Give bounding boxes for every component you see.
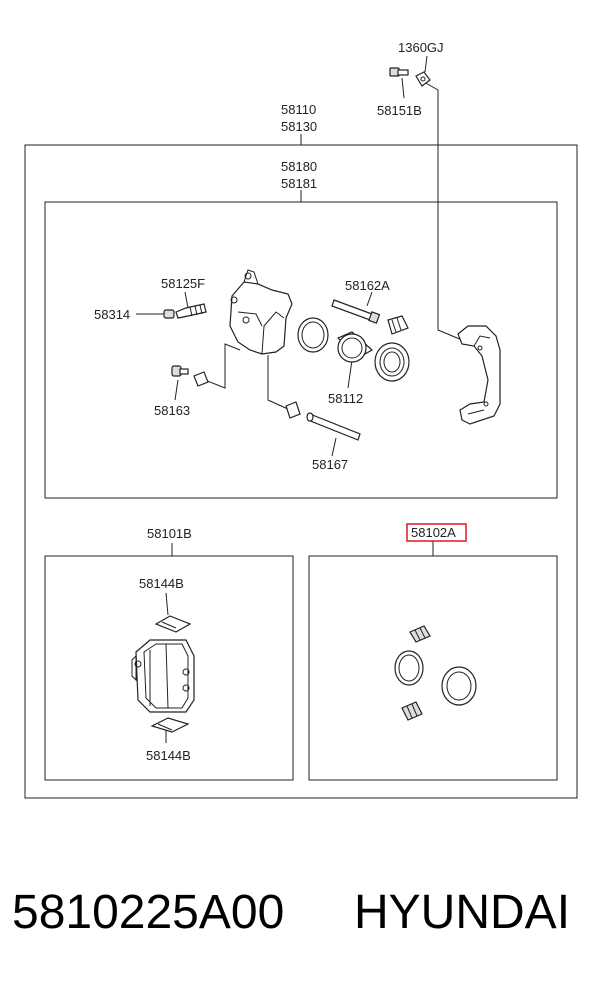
assembly-frame (24, 144, 578, 799)
caliper-bracket (457, 325, 501, 425)
piston-seal (297, 317, 329, 353)
label-58144b-bottom: 58144B (146, 748, 191, 763)
seal-kit-dust-boot (441, 666, 477, 706)
seal-kit-ring (394, 650, 424, 686)
seal-kit-boot-bottom (401, 701, 423, 721)
label-58314: 58314 (94, 307, 130, 322)
highlight-box-58102a (406, 523, 467, 542)
label-58163: 58163 (154, 403, 190, 418)
label-58102a: 58102A (411, 525, 456, 540)
label-58101b: 58101B (147, 526, 192, 541)
shim-58144b-bottom (150, 717, 190, 733)
label-58112: 58112 (328, 391, 363, 406)
footer-brand: HYUNDAI (354, 886, 570, 939)
bolt-58151b (389, 67, 409, 77)
shim-58144b-top (154, 615, 192, 633)
caliper-body (229, 269, 293, 355)
brake-pads (131, 639, 195, 713)
bleeder-screw-58125f (175, 303, 207, 319)
label-58130: 58130 (281, 119, 317, 134)
seal-kit-frame (308, 555, 558, 781)
label-58162a: 58162A (345, 278, 390, 293)
bushing (285, 401, 301, 419)
guide-pin-58167 (306, 412, 361, 441)
dust-boot (374, 342, 410, 382)
label-58180: 58180 (281, 159, 317, 174)
label-58167: 58167 (312, 457, 348, 472)
boot-58162a (387, 315, 409, 335)
label-1360gj: 1360GJ (398, 40, 444, 55)
pad-kit-frame (44, 555, 294, 781)
label-58110: 58110 (281, 102, 316, 117)
label-58151b: 58151B (377, 103, 422, 118)
washer-1360gj (415, 71, 431, 87)
guide-pin-58162a (331, 299, 381, 324)
piston-58112 (336, 331, 374, 363)
bolt-58163 (171, 365, 209, 387)
bleeder-cap-58314 (163, 309, 175, 319)
footer-part-number: 5810225A00 (12, 886, 284, 939)
label-58181: 58181 (281, 176, 317, 191)
label-58125f: 58125F (161, 276, 205, 291)
seal-kit-boot-top (409, 625, 431, 643)
label-58144b-top: 58144B (139, 576, 184, 591)
leader-lines (136, 55, 463, 743)
